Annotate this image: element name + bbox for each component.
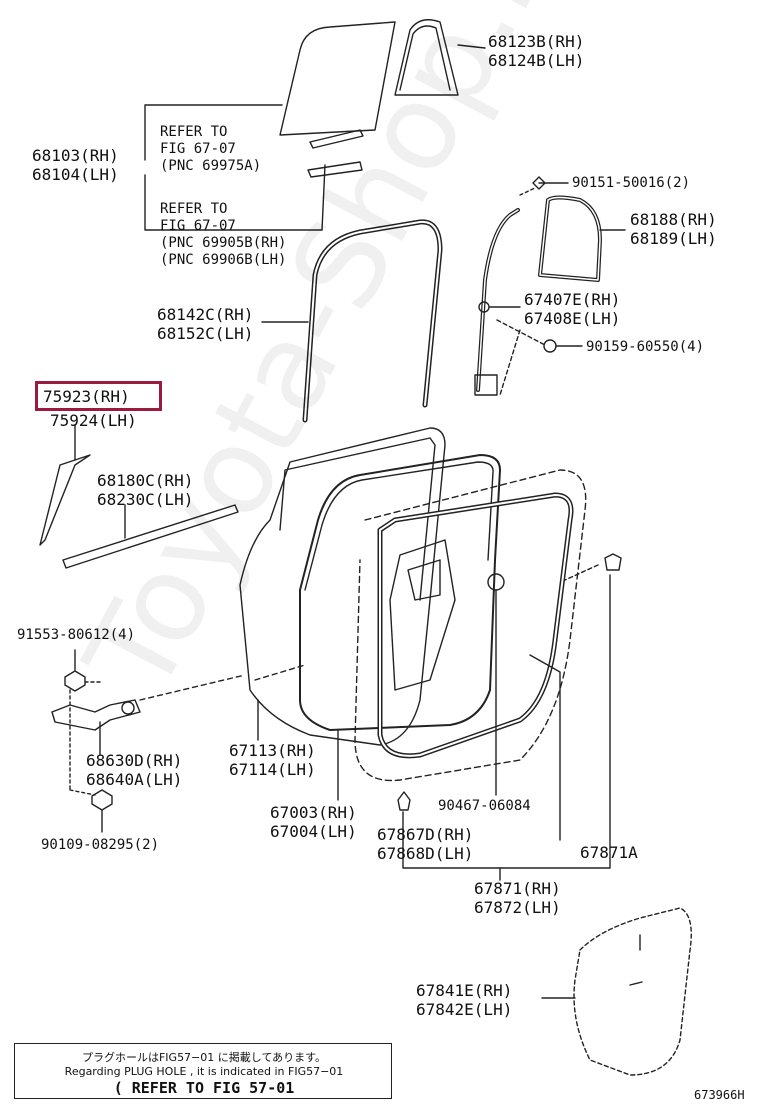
note-reference: ( REFER TO FIG 57-01 <box>113 1079 295 1097</box>
label-67867d: 67867D(RH) 67868D(LH) <box>377 825 474 863</box>
label-90159: 90159-60550(4) <box>586 339 705 355</box>
label-90109: 90109-08295(2) <box>41 837 160 853</box>
note-japanese: プラグホールはFIG57−01 に掲載してあります。 <box>81 1051 327 1064</box>
label-68188: 68188(RH) 68189(LH) <box>630 210 717 248</box>
label-68142c: 68142C(RH) 68152C(LH) <box>157 305 254 343</box>
quarter-glass <box>394 19 459 96</box>
label-68103: 68103(RH) 68104(LH) <box>32 146 119 184</box>
label-90151: 90151-50016(2) <box>572 175 691 191</box>
note-english: Regarding PLUG HOLE , it is indicated in… <box>64 1065 344 1078</box>
label-90467: 90467-06084 <box>438 798 531 814</box>
label-67871: 67871(RH) 67872(LH) <box>474 879 561 917</box>
label-68180c: 68180C(RH) 68230C(LH) <box>97 471 194 509</box>
label-68123b: 68123B(RH) 68124B(LH) <box>488 32 585 70</box>
label-refer-69905b: REFER TO FIG 67-07 (PNC 69905B(RH) (PNC … <box>160 201 287 268</box>
label-91553: 91553-80612(4) <box>17 627 136 643</box>
plug-hole-note: プラグホールはFIG57−01 に掲載してあります。 Regarding PLU… <box>14 1043 392 1099</box>
door-hinge <box>51 699 141 731</box>
service-hole-cover <box>573 907 692 1076</box>
highlight-box <box>35 381 162 411</box>
figure-number: 673966H <box>694 1088 745 1102</box>
door-glass <box>279 21 396 136</box>
label-67841e: 67841E(RH) 67842E(LH) <box>416 981 513 1019</box>
door-shell <box>239 427 446 746</box>
label-67407e: 67407E(RH) 67408E(LH) <box>524 290 621 328</box>
mould-75923 <box>39 454 91 546</box>
label-67871a: 67871A <box>580 843 638 862</box>
label-67113: 67113(RH) 67114(LH) <box>229 741 316 779</box>
label-75923-highlighted[interactable]: 75923(RH) <box>43 387 130 406</box>
label-75924: 75924(LH) <box>50 411 137 430</box>
label-67003: 67003(RH) 67004(LH) <box>270 803 357 841</box>
label-refer-69975a: REFER TO FIG 67-07 (PNC 69975A) <box>160 124 262 174</box>
label-68630d: 68630D(RH) 68640A(LH) <box>86 751 183 789</box>
